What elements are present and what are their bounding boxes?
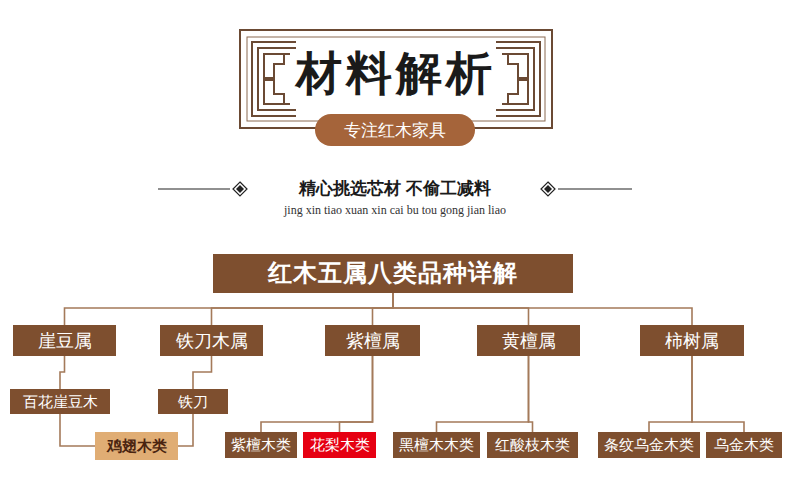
node-text: 百花崖豆木 [23,393,98,411]
node-text: 乌金木类 [714,436,774,454]
node-text: 条纹乌金木类 [604,436,694,454]
subtitle-pill: 专注红木家具 [315,114,475,146]
genus-box: 崖豆属 [13,325,116,356]
tagline: 精心挑选芯材 不偷工减料 [0,177,790,200]
genus-box: 紫檀属 [325,325,420,356]
tree-connector [373,293,394,325]
tree-connector [340,356,373,432]
highlight-box: 花梨木类 [303,432,376,458]
tree-connector [193,356,212,389]
node-text: 鸡翅木类 [107,437,167,455]
class-box: 条纹乌金木类 [598,432,700,458]
highlight-box: 鸡翅木类 [95,432,178,460]
node-text: 花梨木类 [310,436,370,454]
tree-connector [437,356,529,432]
class-box: 百花崖豆木 [10,389,110,414]
tree-connector [649,356,692,432]
node-text: 铁刀木属 [176,330,248,352]
tree-connector [261,356,373,432]
node-text: 红酸枝木类 [495,436,570,454]
tree-connector [60,414,95,446]
node-text: 铁刀 [178,393,208,411]
genus-box: 黄檀属 [477,325,580,356]
genus-box: 铁刀木属 [160,325,263,356]
tree-connector [65,293,394,325]
tree-connector [212,293,394,325]
pinyin-line: jing xin tiao xuan xin cai bu tou gong j… [0,203,790,218]
tree-connector [393,293,692,325]
node-text: 专注红木家具 [344,120,446,140]
node-text: 紫檀属 [346,330,400,352]
node-text: 柿树属 [665,330,719,352]
node-text: 崖豆属 [38,330,92,352]
node-text: 黄檀属 [502,330,556,352]
node-text: 紫檀木类 [231,436,291,454]
tree-connector [178,414,193,446]
genus-box: 柿树属 [640,325,744,356]
class-box: 紫檀木类 [225,432,297,458]
class-box: 黑檀木木类 [393,432,480,458]
tree-connector [692,356,744,432]
class-box: 乌金木类 [706,432,782,458]
node-text: 红木五属八类品种详解 [268,259,518,288]
class-box: 铁刀 [158,389,228,414]
page-title: 材料解析 [240,48,552,99]
tree-connector [393,293,529,325]
tree-connector [60,356,65,389]
node-text: 黑檀木木类 [399,436,474,454]
tree-connector [529,356,533,432]
root-box: 红木五属八类品种详解 [213,254,573,293]
class-box: 红酸枝木类 [487,432,578,458]
